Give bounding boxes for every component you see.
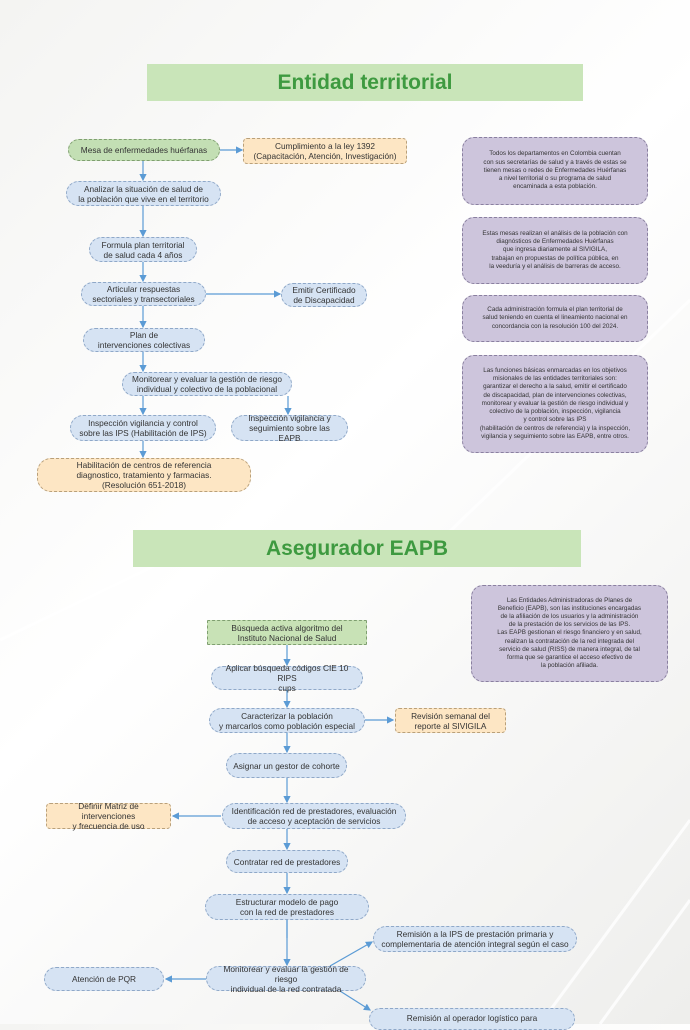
node-caracterizar-poblacion: Caracterizar la población y marcarlos co… — [209, 708, 365, 733]
section-title-asegurador-eapb: Asegurador EAPB — [133, 530, 581, 567]
node-habilitacion-centros-referencia: Habilitación de centros de referencia di… — [37, 458, 251, 492]
node-cumplimiento-ley-1392: Cumplimiento a la ley 1392 (Capacitación… — [243, 138, 407, 164]
node-formula-plan-territorial: Formula plan territorial de salud cada 4… — [89, 237, 197, 262]
note-eapb-definicion: Las Entidades Administradoras de Planes … — [471, 585, 668, 682]
note-plan-territorial-resolucion: Cada administración formula el plan terr… — [462, 295, 648, 342]
node-definir-matriz-intervenciones: Definir Matriz de intervenciones y frecu… — [46, 801, 171, 831]
node-asignar-gestor-cohorte: Asignar un gestor de cohorte — [226, 753, 347, 778]
node-inspeccion-ips: Inspección vigilancia y control sobre la… — [70, 415, 216, 441]
note-departamentos-secretarias: Todos los departamentos en Colombia cuen… — [462, 137, 648, 205]
node-atencion-pqr: Atención de PQR — [44, 967, 164, 991]
node-articular-respuestas: Articular respuestas sectoriales y trans… — [81, 282, 206, 306]
note-mesas-analisis: Estas mesas realizan el análisis de la p… — [462, 217, 648, 284]
node-identificacion-red-prestadores: Identificación red de prestadores, evalu… — [222, 803, 406, 829]
node-monitorear-red-contratada: Monitorear y evaluar la gestión de riesg… — [206, 964, 366, 994]
node-revision-semanal-sivigila: Revisión semanal del reporte al SIVIGILA — [395, 708, 506, 733]
node-remision-operador-logistico: Remisión al operador logístico para — [369, 1008, 575, 1030]
node-emitir-certificado-discapacidad: Emitir Certificado de Discapacidad — [281, 283, 367, 307]
note-funciones-basicas: Las funciones básicas enmarcadas en los … — [462, 355, 648, 453]
node-mesa-enfermedades-huerfanas: Mesa de enfermedades huérfanas — [68, 139, 220, 161]
node-analizar-situacion-salud: Analizar la situación de salud de la pob… — [66, 181, 221, 206]
node-monitorear-gestion-riesgo: Monitorear y evaluar la gestión de riesg… — [122, 372, 292, 396]
node-aplicar-busqueda-codigos: Aplicar búsqueda códigos CIE 10 RIPS cup… — [211, 663, 363, 693]
node-inspeccion-eapb: Inspección vigilancia y seguimiento sobr… — [231, 413, 348, 443]
node-plan-intervenciones-colectivas: Plan de intervenciones colectivas — [83, 328, 205, 352]
node-contratar-red-prestadores: Contratar red de prestadores — [226, 850, 348, 873]
section-title-entidad-territorial: Entidad territorial — [147, 64, 583, 101]
node-estructurar-modelo-pago: Estructurar modelo de pago con la red de… — [205, 894, 369, 920]
node-remision-ips: Remisión a la IPS de prestación primaria… — [373, 926, 577, 952]
node-busqueda-activa-algoritmo: Búsqueda activa algoritmo del Instituto … — [207, 620, 367, 645]
